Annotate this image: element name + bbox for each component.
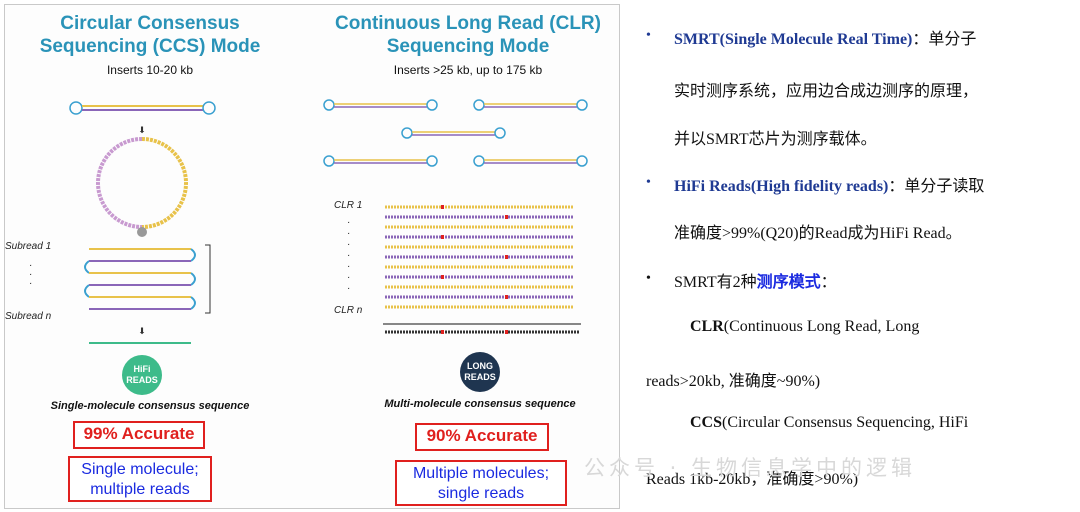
ccs-mode-desc: (Circular Consensus Sequencing, HiFi bbox=[722, 414, 969, 431]
clr-mode-line2: reads>20kb, 准确度~90%) bbox=[646, 373, 821, 390]
bullet-icon: • bbox=[646, 175, 651, 190]
bullet-icon: • bbox=[646, 28, 651, 43]
clr-desc-line1: Multiple molecules; bbox=[412, 465, 550, 482]
ccs-title-line1: Circular Consensus bbox=[60, 13, 240, 34]
hifi-definition: ：单分子读取 bbox=[888, 178, 985, 195]
long-badge-line1: LONG bbox=[466, 361, 493, 371]
hifi-badge-line2: READS bbox=[126, 375, 158, 385]
clr-title-line1: Continuous Long Read (CLR) bbox=[335, 13, 601, 34]
ccs-desc-line2: multiple reads bbox=[90, 481, 190, 498]
ccs-mode-line2: Reads 1kb-20kb，准确度>90%) bbox=[646, 471, 859, 488]
ccs-subread-first: Subread 1 bbox=[5, 241, 52, 252]
ccs-subread-last: Subread n bbox=[5, 311, 52, 322]
ccs-circular-template bbox=[95, 137, 189, 237]
ccs-mode-line: CCS(Circular Consensus Sequencing, HiFi bbox=[690, 414, 968, 432]
bullet-modes: SMRT有2种测序模式： bbox=[674, 268, 837, 292]
ccs-title-line2: Sequencing (CCS) Mode bbox=[39, 36, 261, 57]
ccs-title: Circular Consensus Sequencing (CCS) Mode bbox=[25, 12, 275, 58]
clr-accuracy: 90% Accurate bbox=[426, 426, 538, 445]
modes-suffix: ： bbox=[820, 274, 837, 291]
clr-molecules-diagram bbox=[323, 99, 588, 167]
clr-mode-term: CLR bbox=[690, 318, 724, 335]
ccs-description-box: Single molecule; multiple reads bbox=[68, 456, 212, 502]
clr-read-ellipsis: ······· bbox=[347, 217, 351, 294]
smrt-line2: 实时测序系统，应用边合成边测序的原理， bbox=[674, 83, 979, 100]
hifi-term: HiFi Reads(High fidelity reads) bbox=[674, 178, 889, 195]
clr-mode-line: CLR(Continuous Long Read, Long bbox=[690, 318, 919, 336]
ccs-molecule-diagram: ⬇ ⬇ bbox=[69, 101, 216, 344]
clr-accuracy-box: 90% Accurate bbox=[415, 423, 549, 451]
ccs-linear-insert bbox=[69, 101, 216, 115]
clr-caption: Multi-molecule consensus sequence bbox=[384, 398, 576, 410]
smrt-definition: ：单分子 bbox=[912, 31, 977, 48]
clr-inserts-label: Inserts >25 kb, up to 175 kb bbox=[393, 63, 543, 77]
smrt-line3: 并以SMRT芯片为测序载体。 bbox=[674, 131, 877, 148]
watermark: 公众号 · 生物信息学中的逻辑 bbox=[584, 456, 917, 480]
long-badge-line2: READS bbox=[464, 372, 496, 382]
ccs-subreads bbox=[84, 244, 211, 314]
arrow-down-icon: ⬇ bbox=[138, 326, 146, 336]
modes-prefix: SMRT有2种 bbox=[674, 274, 757, 291]
ccs-inserts-label: Inserts 10-20 kb bbox=[106, 63, 194, 77]
clr-desc-line2: single reads bbox=[437, 485, 525, 502]
clr-read-stack bbox=[383, 205, 581, 334]
bullet-hifi: HiFi Reads(High fidelity reads)：单分子读取 bbox=[674, 172, 984, 196]
ccs-desc-line1: Single molecule; bbox=[81, 461, 199, 478]
clr-mode-desc: (Continuous Long Read, Long bbox=[723, 318, 920, 335]
figure-panel: Circular Consensus Sequencing (CCS) Mode… bbox=[4, 4, 620, 509]
hifi-badge-line1: HiFi bbox=[133, 364, 151, 374]
ccs-caption: Single-molecule consensus sequence bbox=[50, 400, 250, 412]
clr-title: Continuous Long Read (CLR) Sequencing Mo… bbox=[323, 12, 613, 58]
ccs-accuracy: 99% Accurate bbox=[83, 424, 195, 443]
modes-term: 测序模式 bbox=[756, 274, 821, 291]
clr-title-line2: Sequencing Mode bbox=[386, 36, 550, 57]
clr-read-first: CLR 1 bbox=[334, 200, 363, 211]
clr-read-last: CLR n bbox=[334, 305, 363, 316]
smrt-term: SMRT(Single Molecule Real Time) bbox=[674, 31, 913, 48]
clr-description-box: Multiple molecules; single reads bbox=[395, 460, 567, 506]
arrow-down-icon: ⬇ bbox=[138, 125, 146, 135]
explanation-text: • SMRT(Single Molecule Real Time)：单分子 实时… bbox=[632, 0, 1077, 512]
ccs-subread-ellipsis: ··· bbox=[29, 260, 33, 289]
bullet-icon: • bbox=[646, 271, 651, 286]
ccs-mode-term: CCS bbox=[690, 414, 723, 431]
ccs-accuracy-box: 99% Accurate bbox=[73, 421, 205, 449]
bullet-smrt: SMRT(Single Molecule Real Time)：单分子 bbox=[674, 25, 976, 49]
hifi-line2: 准确度>99%(Q20)的Read成为HiFi Read。 bbox=[674, 225, 962, 242]
